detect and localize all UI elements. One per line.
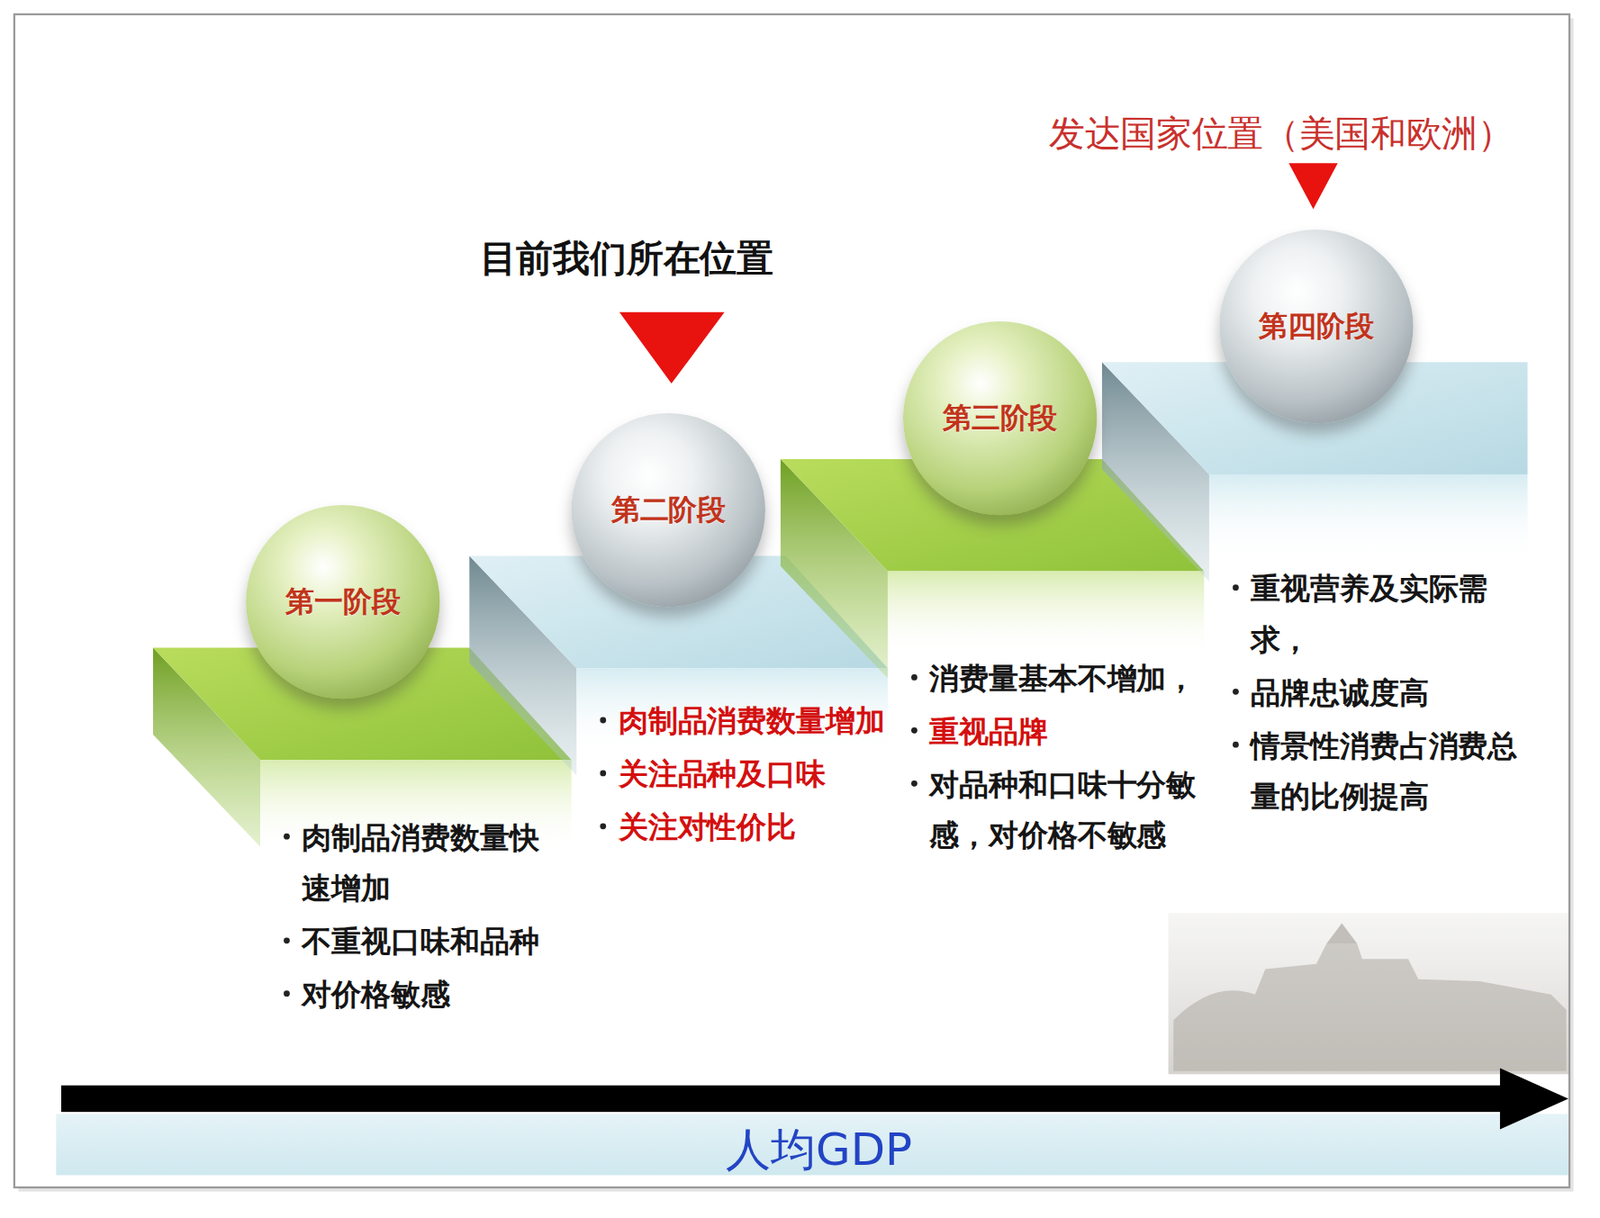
feature-list: 肉制品消费数量增加关注品种及口味关注对性价比 [599, 696, 888, 856]
bullet-row: 肉制品消费数量增加 [599, 696, 888, 748]
bullet-row: 重视品牌 [911, 705, 1203, 758]
axis-label: 人均GDP [725, 1120, 913, 1181]
stage-sphere: 第四阶段 [1219, 229, 1413, 424]
bullet-dot [1232, 688, 1239, 696]
bullet-dot [283, 937, 290, 944]
bullet-text: 肉制品消费数量增加 [618, 696, 886, 748]
stage-name: 第二阶段 [611, 490, 726, 530]
bullet-dot [911, 780, 918, 787]
bullet-text: 肉制品消费数量快速增加 [301, 812, 561, 914]
bullet-row: 消费量基本不增加， [911, 652, 1203, 705]
bullet-row: 不重视口味和品种 [283, 916, 561, 968]
bullet-row: 情景性消费占消费总量的比例提高 [1232, 720, 1529, 823]
bullet-text: 消费量基本不增加， [929, 652, 1196, 705]
bullet-dot [599, 717, 606, 724]
bullet-text: 重视营养及实际需求， [1250, 563, 1528, 666]
bullet-row: 重视营养及实际需求， [1232, 563, 1529, 666]
stage-name: 第一阶段 [285, 582, 400, 622]
bullet-text: 对价格敏感 [301, 969, 450, 1022]
stage-sphere: 第一阶段 [245, 505, 440, 699]
bullet-text: 对品种和口味十分敏感，对价格不敏感 [929, 759, 1203, 861]
bullet-row: 对品种和口味十分敏感，对价格不敏感 [911, 759, 1203, 861]
bullet-row: 关注品种及口味 [599, 749, 888, 801]
bullet-text: 情景性消费占消费总量的比例提高 [1250, 720, 1528, 823]
feature-list: 重视营养及实际需求，品牌忠诚度高情景性消费占消费总量的比例提高 [1232, 563, 1529, 825]
bullet-row: 肉制品消费数量快速增加 [283, 812, 561, 914]
bullet-dot [1232, 741, 1239, 749]
feature-list: 肉制品消费数量快速增加不重视口味和品种对价格敏感 [283, 812, 561, 1022]
stage-name: 第四阶段 [1258, 307, 1374, 346]
bullet-row: 对价格敏感 [283, 969, 561, 1022]
bullet-dot [599, 770, 606, 778]
bullet-text: 关注品种及口味 [618, 749, 826, 801]
position-label: 目前我们所在位置 [479, 235, 774, 286]
bullet-dot [911, 727, 918, 734]
feature-list: 消费量基本不增加，重视品牌对品种和口味十分敏感，对价格不敏感 [911, 652, 1203, 863]
bullet-dot [1232, 584, 1239, 591]
bullet-dot [911, 674, 918, 681]
bullet-text: 关注对性价比 [618, 802, 796, 854]
bullet-dot [283, 990, 290, 997]
bullet-row: 品牌忠诚度高 [1232, 667, 1529, 719]
stage-sphere: 第二阶段 [571, 413, 766, 607]
stage-name: 第三阶段 [942, 398, 1058, 438]
position-label: 发达国家位置（美国和欧洲） [1048, 109, 1514, 158]
bullet-dot [599, 822, 606, 830]
bullet-text: 不重视口味和品种 [301, 916, 539, 968]
stage-sphere: 第三阶段 [903, 321, 1097, 516]
bullet-dot [283, 833, 290, 841]
bullet-text: 品牌忠诚度高 [1250, 667, 1429, 719]
bullet-row: 关注对性价比 [599, 802, 888, 854]
bullet-text: 重视品牌 [929, 705, 1048, 758]
